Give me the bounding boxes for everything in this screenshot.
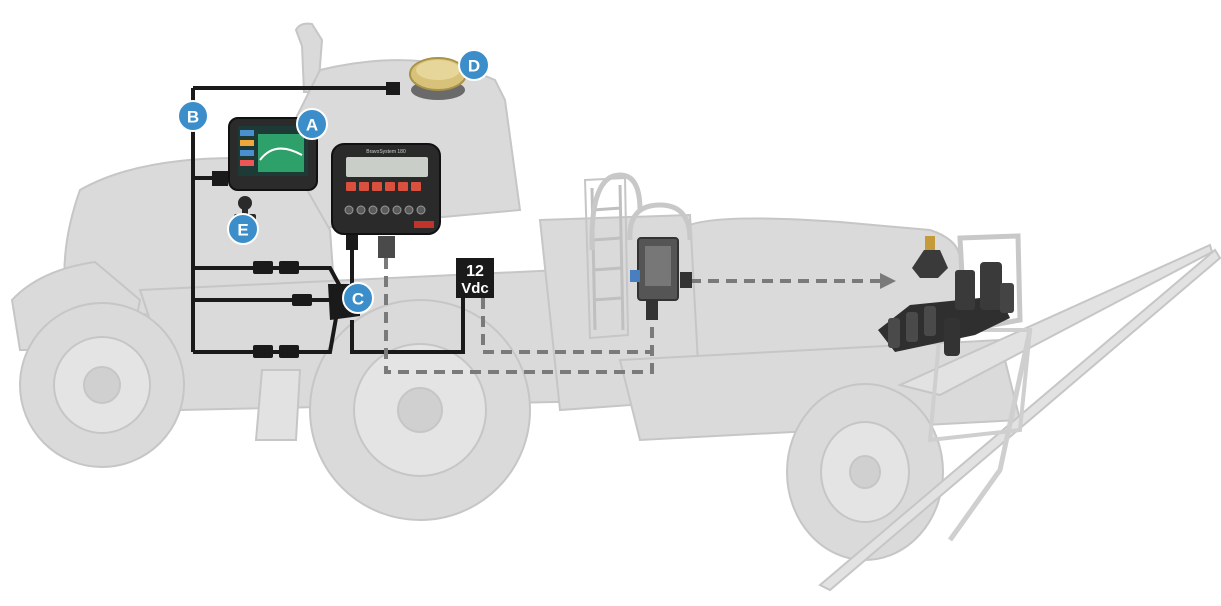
callout-b-label: B (187, 108, 199, 127)
callout-d-label: D (468, 57, 480, 76)
gps-antenna (409, 57, 467, 100)
controller-switches (344, 205, 426, 215)
connector-branch-3a (253, 345, 273, 358)
power-voltage-unit: Vdc (461, 280, 489, 297)
cable-branch-1 (193, 266, 344, 291)
valve-assembly (878, 236, 1014, 356)
power-voltage-number: 12 (466, 263, 484, 280)
connector-branch-1b (279, 261, 299, 274)
callout-e-label: E (237, 221, 248, 240)
connector-branch-2 (292, 294, 312, 306)
dashed-controller-to-ecu (384, 258, 654, 374)
controller-brand-text: BravoSystem 180 (366, 149, 406, 155)
callout-a-label: A (306, 116, 318, 135)
connector-branch-1a (253, 261, 273, 274)
callout-a: A (296, 108, 328, 140)
connector-antenna (386, 82, 400, 95)
dashed-cables (384, 258, 884, 374)
dashed-arrowhead (880, 273, 896, 289)
controller-lcd (346, 157, 428, 177)
callout-c: C (342, 282, 374, 314)
spray-controller: BravoSystem 180 (331, 143, 441, 235)
connector-branch-3b (279, 345, 299, 358)
connector-display (212, 171, 228, 186)
controller-red-buttons (346, 182, 421, 191)
cable-branch-3 (193, 317, 338, 354)
callout-b: B (177, 100, 209, 132)
power-supply-box: 12 Vdc (456, 258, 494, 298)
controller-output-connector (378, 236, 395, 258)
callout-d: D (458, 49, 490, 81)
dashed-power-to-ecu (481, 298, 652, 354)
cable-to-power (350, 298, 465, 354)
callout-e: E (227, 213, 259, 245)
solid-cables (191, 86, 465, 354)
connector-controller-drop (346, 234, 358, 250)
sprayer-ecu (630, 237, 692, 320)
callout-c-label: C (352, 290, 364, 309)
display-terminal (228, 117, 318, 191)
